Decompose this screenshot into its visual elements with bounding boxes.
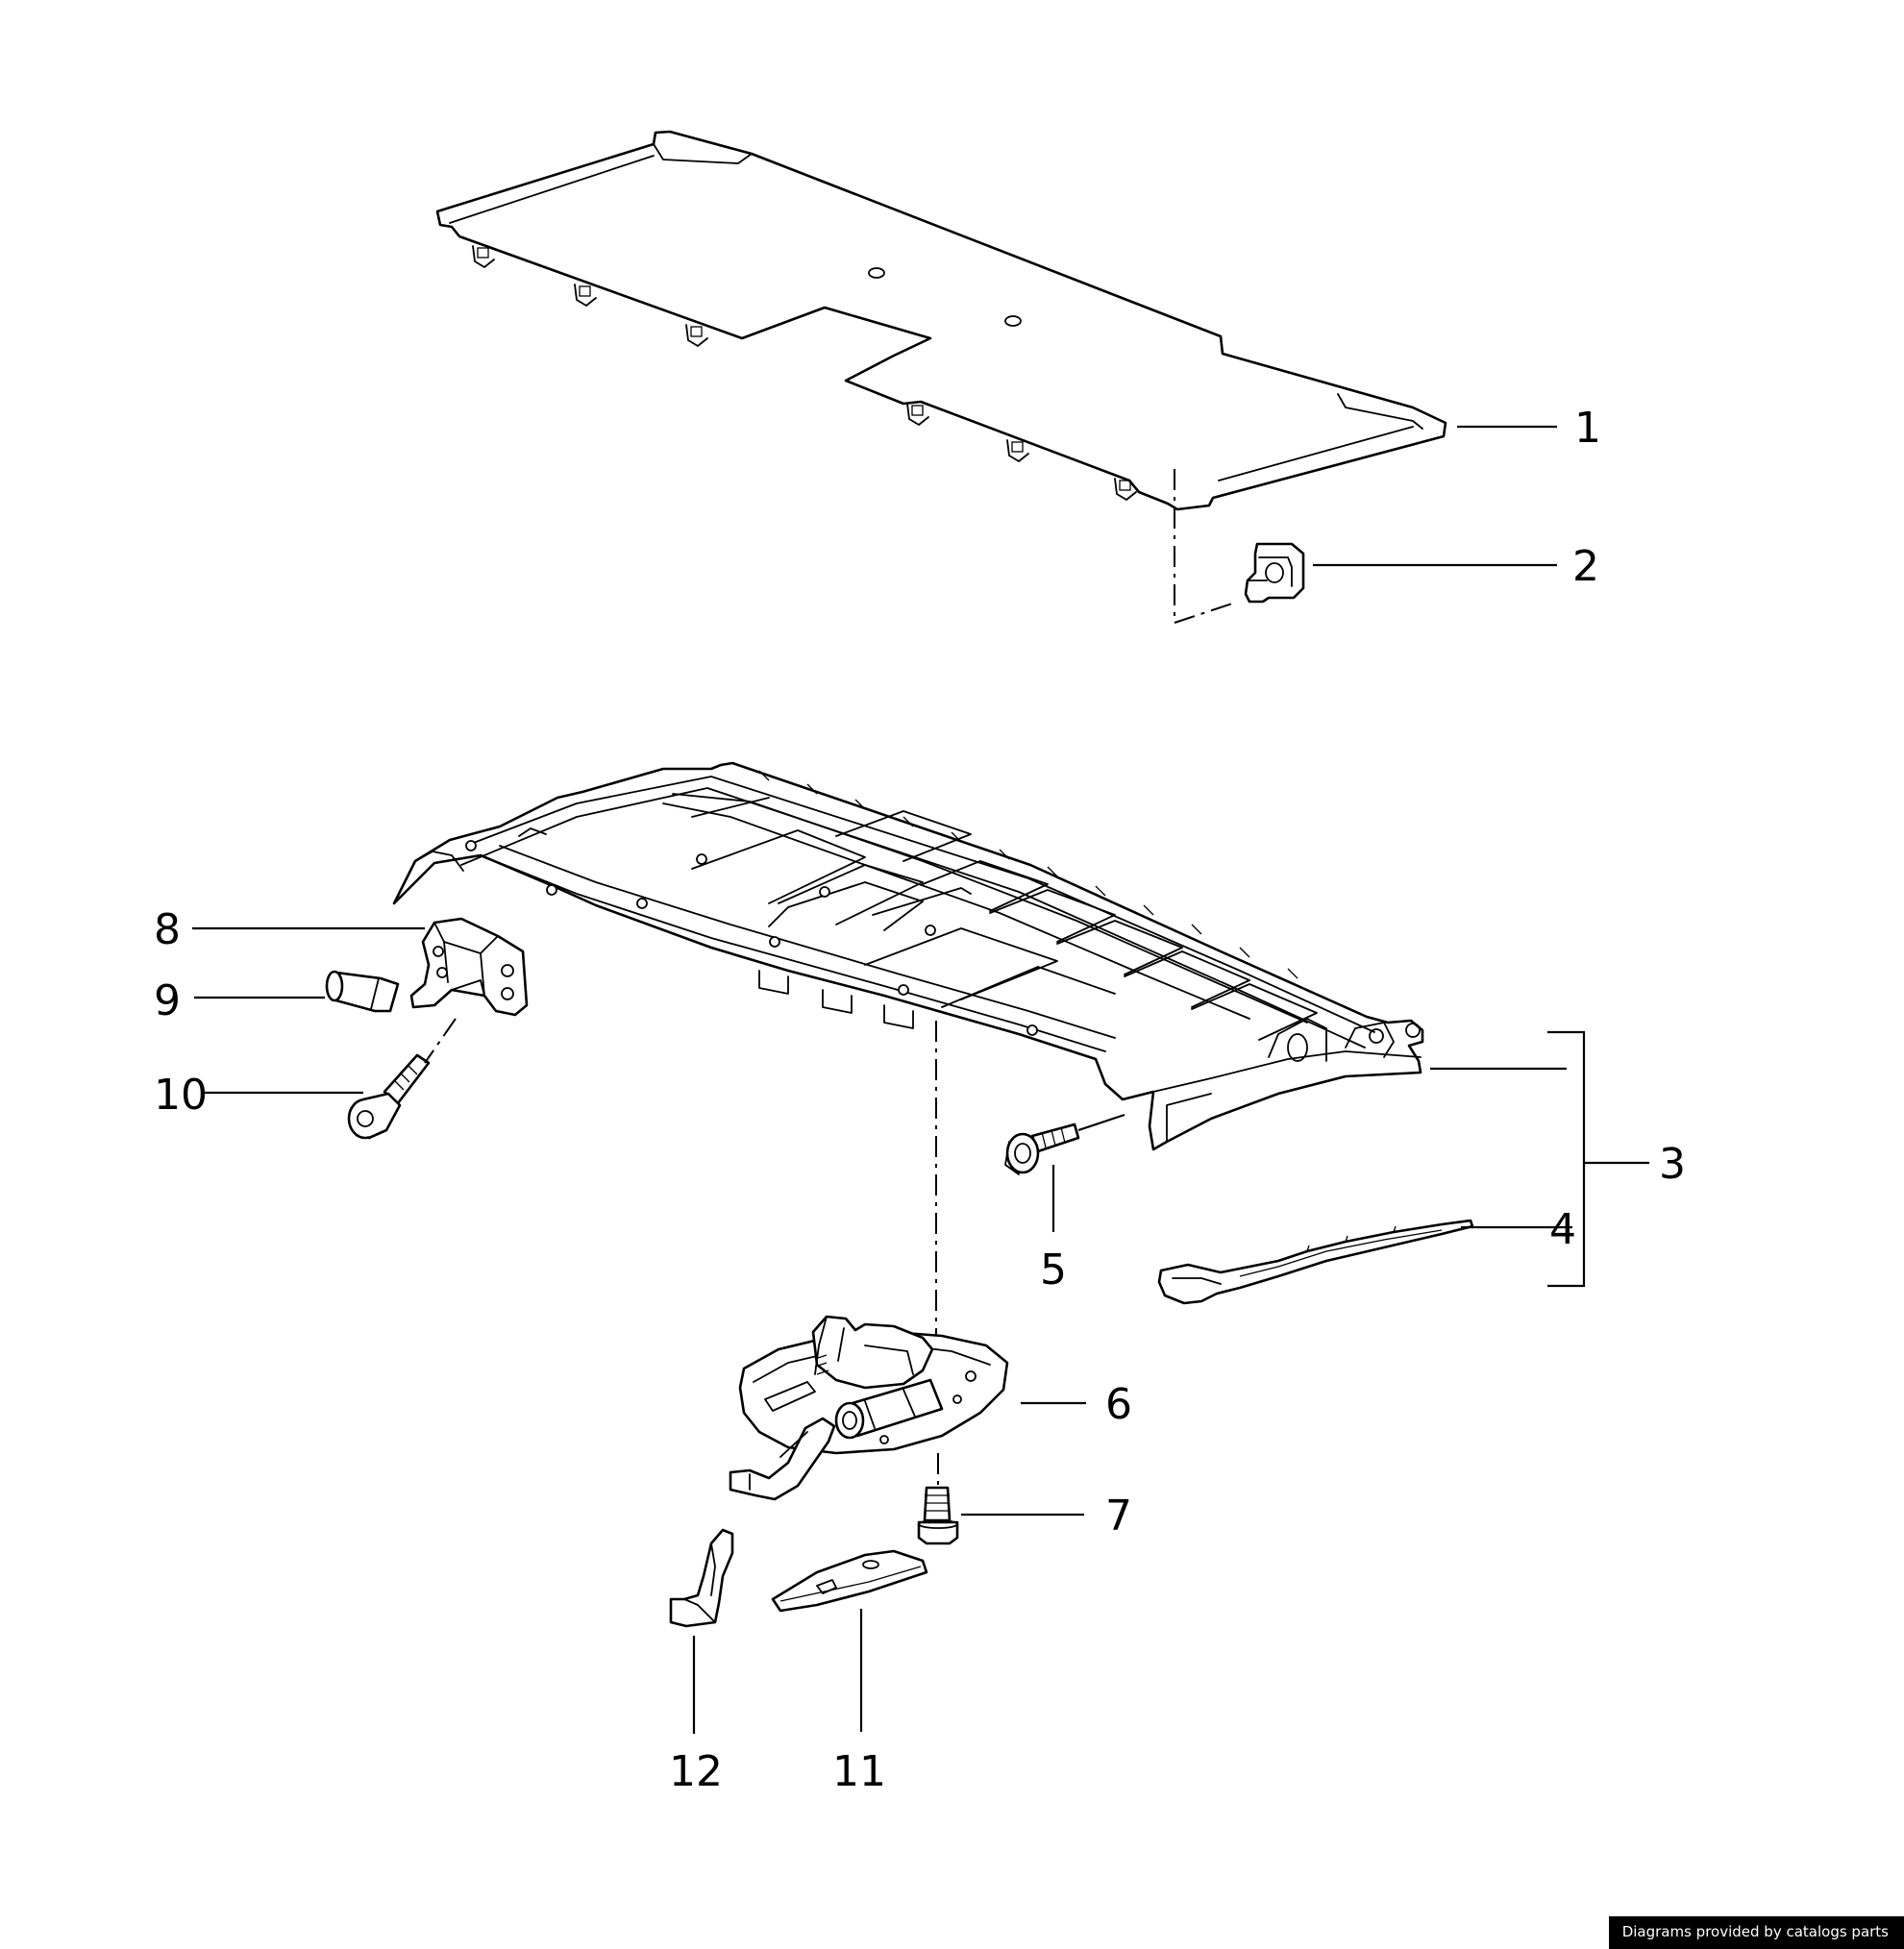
assembly-lines	[424, 469, 1233, 1486]
callout-5: 5	[1040, 1246, 1067, 1295]
part-5-screw[interactable]	[1004, 1123, 1080, 1175]
callout-9: 9	[154, 976, 181, 1025]
leader-lines	[192, 425, 1649, 1734]
part-2-clip[interactable]	[1244, 542, 1305, 604]
callout-labels: 1 2 3 4 5 6 7 8 9 10 11 12	[154, 404, 1686, 1796]
part-11-cover-plate[interactable]	[771, 1549, 928, 1613]
part-12-lever-handle[interactable]	[669, 1528, 734, 1628]
part-4-seal-strip[interactable]	[1157, 1219, 1474, 1305]
callout-7: 7	[1105, 1492, 1132, 1541]
callout-1: 1	[1574, 404, 1601, 453]
credit-badge: Diagrams provided by catalogs parts	[1608, 1916, 1904, 1949]
part-10-bolt[interactable]	[347, 1053, 431, 1140]
part-1-cover-panel[interactable]	[435, 130, 1447, 511]
leader-5b	[1077, 1113, 1125, 1132]
assembly-line-8-10	[424, 1018, 457, 1064]
bracket-3	[1547, 1030, 1586, 1288]
callout-12: 12	[669, 1747, 723, 1796]
part-8-hinge-bracket[interactable]	[409, 917, 529, 1017]
callout-2: 2	[1572, 542, 1599, 591]
callout-10: 10	[154, 1071, 208, 1120]
callout-4: 4	[1549, 1205, 1576, 1254]
part-7-bolt[interactable]	[917, 1486, 959, 1545]
part-9-bushing[interactable]	[325, 970, 400, 1013]
part-3-frame-carrier[interactable]	[392, 761, 1424, 1151]
callout-8: 8	[154, 905, 181, 954]
callout-3: 3	[1659, 1140, 1686, 1189]
part-6-actuator-unit[interactable]	[729, 1315, 1009, 1501]
callout-11: 11	[832, 1747, 886, 1796]
callout-6: 6	[1105, 1380, 1132, 1429]
assembly-line-1-2	[1174, 469, 1233, 625]
